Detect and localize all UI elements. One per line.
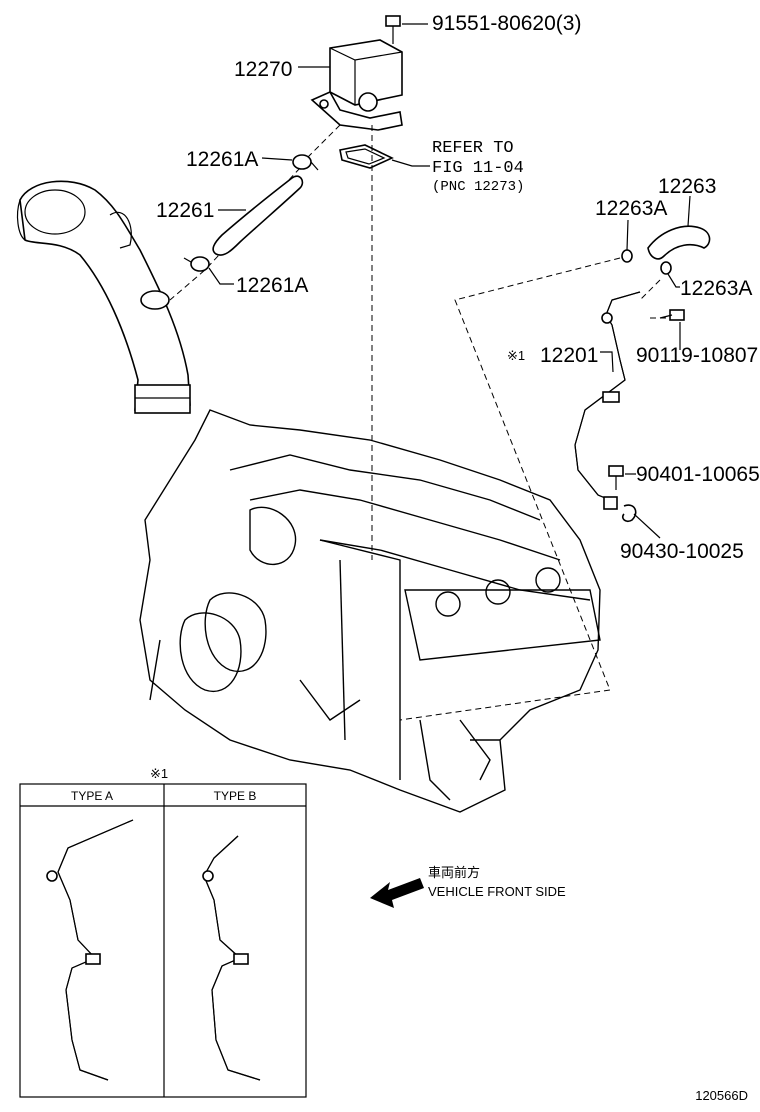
clamp-right-a-label[interactable]: 12263A [595, 197, 667, 220]
engine-block-icon [139, 409, 601, 813]
hose-label[interactable]: 12261 [156, 199, 214, 222]
type-a-label: TYPE A [71, 789, 113, 803]
types-mark: ※1 [150, 766, 168, 781]
type-b-label: TYPE B [214, 789, 257, 803]
cover-label[interactable]: 12270 [234, 58, 292, 81]
bolt-1-label[interactable]: 90119-10807 [636, 344, 758, 367]
clamp-3-icon [603, 496, 637, 523]
hose-right-label[interactable]: 12263 [658, 175, 716, 198]
refer-line-1: REFER TO [432, 139, 514, 158]
cover-icon [310, 39, 403, 131]
clamp-lower-icon [183, 256, 210, 272]
clamp-lower-label[interactable]: 12261A [236, 274, 308, 297]
clamp-upper-icon [292, 154, 319, 171]
bolt-2-label[interactable]: 90401-10065 [636, 463, 760, 486]
direction-en: VEHICLE FRONT SIDE [428, 884, 566, 899]
figure-id: 120566D [695, 1088, 748, 1103]
refer-line-3: (PNC 12273) [432, 179, 524, 195]
intake-duct-icon [16, 180, 191, 414]
clamp-right-b-icon [660, 261, 672, 275]
refer-line-2[interactable]: FIG 11-04 [432, 159, 524, 178]
arrow-front-icon [370, 878, 424, 908]
types-box [19, 783, 307, 1098]
clamp-upper-label[interactable]: 12261A [186, 148, 258, 171]
pipe-mark: ※1 [507, 348, 525, 363]
bolt-1-icon [659, 309, 685, 321]
clamp-right-a-icon [621, 249, 633, 263]
clamp-3-label[interactable]: 90430-10025 [620, 540, 744, 563]
gasket-icon [339, 144, 394, 169]
bolt-2-icon [608, 465, 624, 490]
hose-right-icon [647, 225, 711, 260]
direction-jp: 車両前方 [428, 865, 480, 880]
pipe-label[interactable]: 12201 [540, 344, 598, 367]
bolt-top-icon [385, 15, 401, 44]
hose-icon [212, 175, 304, 256]
pipe-icon [574, 291, 641, 501]
bolt-top-label[interactable]: 91551-80620(3) [432, 12, 581, 35]
pipe-type-b-icon [202, 835, 261, 1081]
pipe-type-a-icon [46, 819, 134, 1081]
clamp-right-b-label[interactable]: 12263A [680, 277, 752, 300]
